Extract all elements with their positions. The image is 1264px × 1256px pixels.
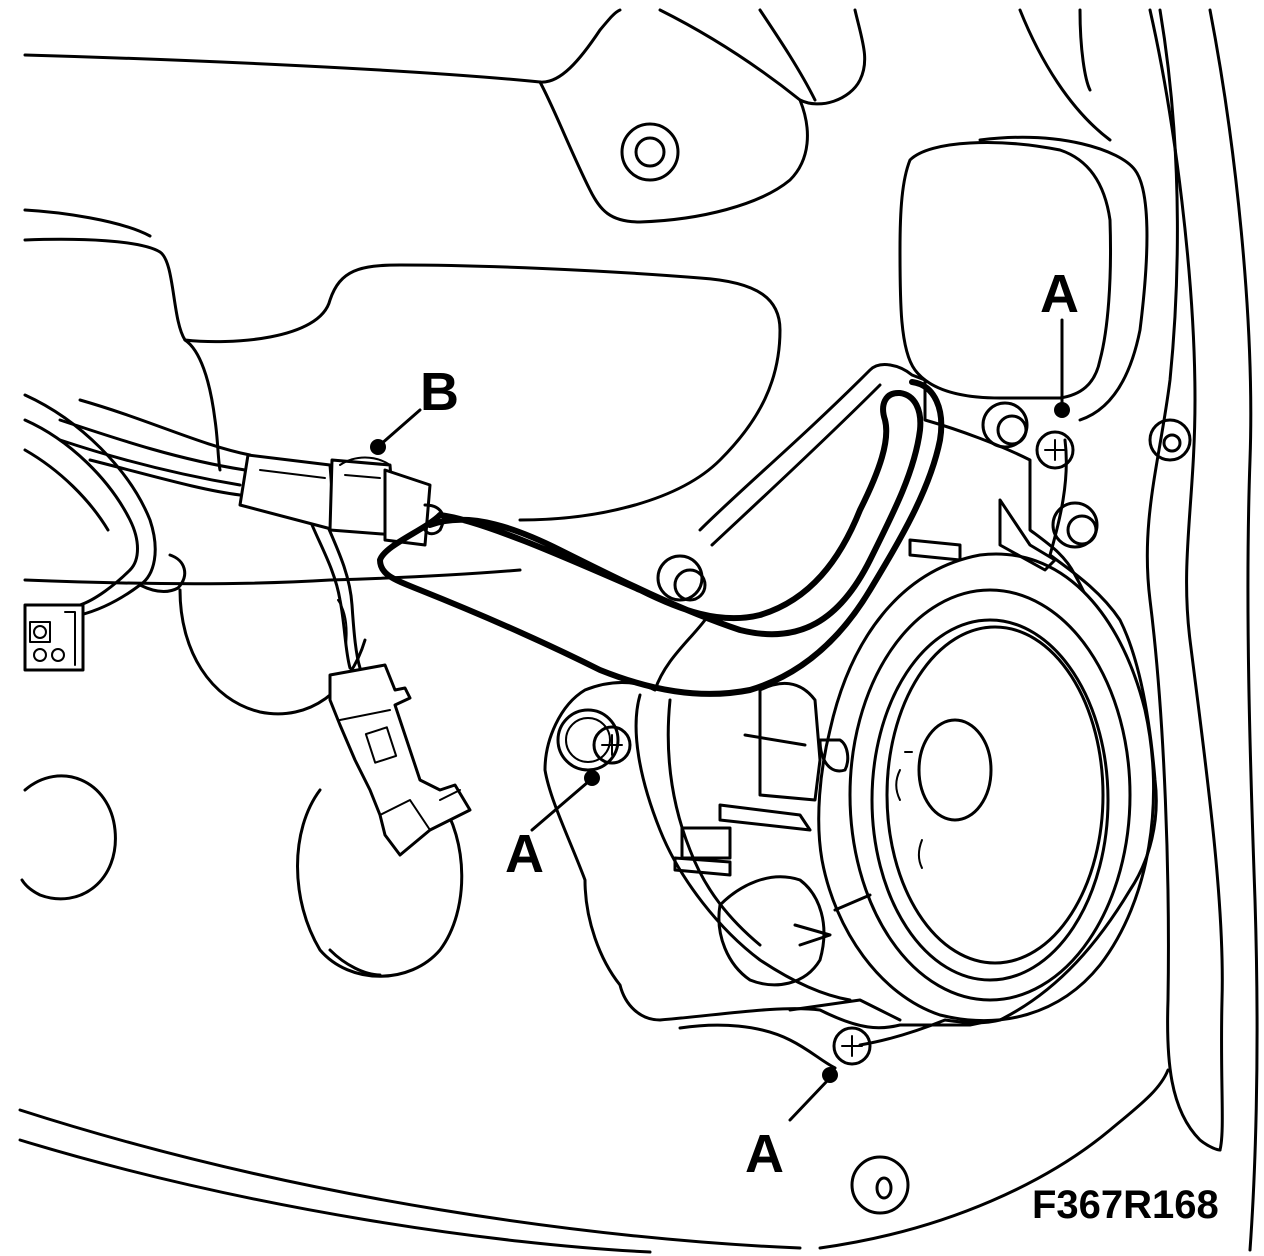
hanging-wire — [308, 518, 362, 670]
screw-left — [556, 708, 632, 772]
leader-b — [370, 408, 422, 455]
door-frame — [18, 8, 1259, 1254]
screw-top-right — [1035, 430, 1075, 470]
mounting-bosses — [656, 401, 1192, 1215]
leader-a-bottom — [788, 1067, 838, 1122]
leader-a-top — [1054, 318, 1070, 418]
mid-panel — [23, 208, 782, 586]
hanging-connector — [328, 663, 472, 857]
perimeter-wire — [678, 438, 1158, 1070]
callout-a-bottom: A — [745, 1124, 784, 1184]
leader-a-left — [530, 770, 600, 832]
speaker-housing — [673, 498, 1057, 1022]
speaker-cable — [377, 379, 945, 697]
connector-block-left — [23, 603, 85, 672]
connector-b — [238, 453, 445, 547]
upper-box-panel — [898, 135, 1149, 422]
callout-a-top: A — [1040, 264, 1079, 324]
callout-b: B — [420, 362, 459, 422]
speaker — [817, 552, 1156, 1022]
upper-trim-panel — [23, 8, 867, 224]
callout-a-left: A — [505, 824, 544, 884]
screw-bottom — [832, 1026, 872, 1066]
wire-harness-left — [23, 393, 252, 617]
figure-id: F367R168 — [1032, 1183, 1219, 1227]
